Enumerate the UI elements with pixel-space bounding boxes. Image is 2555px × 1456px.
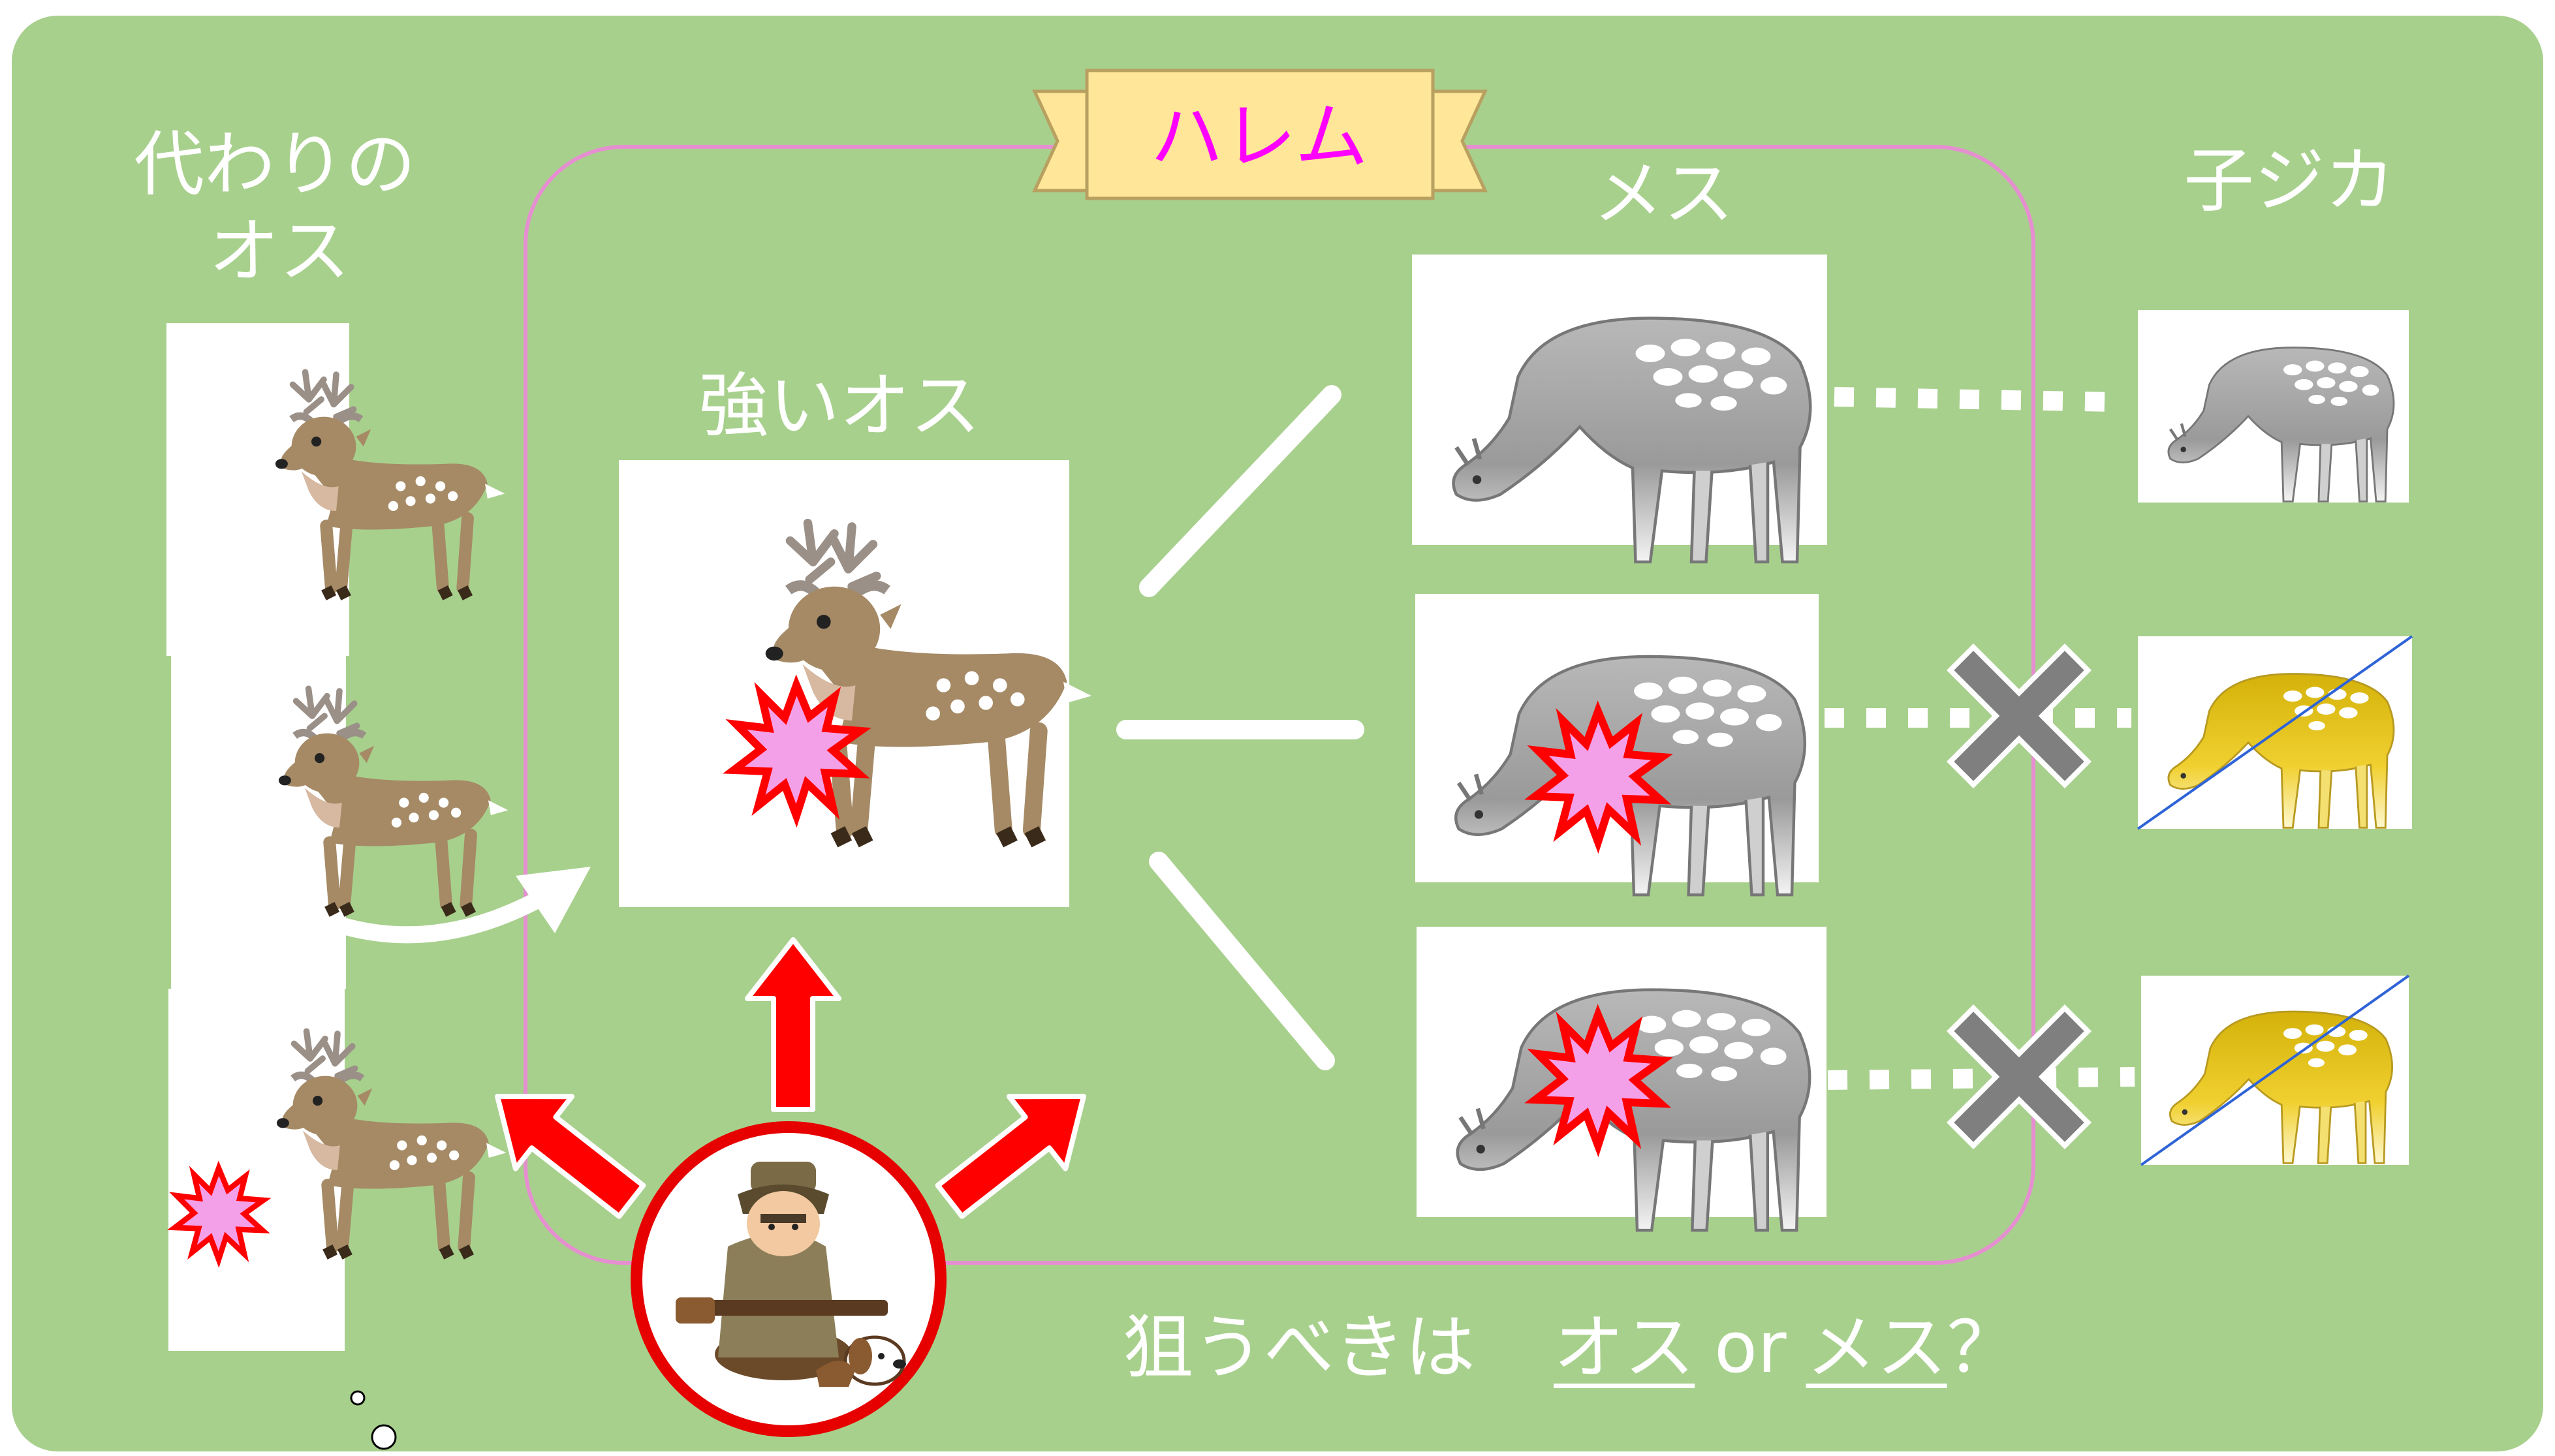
question-connector: or bbox=[1714, 1307, 1787, 1389]
question-mark: ？ bbox=[1947, 1307, 2018, 1389]
harem-title: ハレム bbox=[1150, 95, 1368, 179]
fawn-card-1 bbox=[2138, 310, 2409, 503]
replacement-arrow bbox=[337, 867, 591, 944]
dog-icon bbox=[816, 1335, 906, 1387]
harem-banner bbox=[1032, 69, 1488, 200]
strike-line bbox=[2140, 974, 2410, 1166]
fawn-card-3 bbox=[2140, 974, 2410, 1166]
hunter-badge bbox=[631, 1121, 947, 1437]
replacement-males bbox=[166, 323, 508, 1351]
hunter-with-rifle-icon bbox=[676, 1162, 888, 1380]
thought-bubble-small bbox=[350, 1390, 366, 1406]
fawn-card-2 bbox=[2137, 635, 2413, 830]
fawn-label: 子ジカ bbox=[2184, 140, 2396, 222]
female-card-1 bbox=[1412, 255, 1827, 562]
female-card-3 bbox=[1417, 927, 1826, 1230]
female-card-2 bbox=[1415, 594, 1819, 895]
female-label: メス bbox=[1593, 153, 1734, 235]
question-prefix: 狙うべきは bbox=[1123, 1307, 1476, 1389]
question-option-female: メス bbox=[1806, 1307, 1947, 1389]
thought-bubble-large bbox=[371, 1424, 397, 1450]
strong-male-card bbox=[619, 460, 1091, 907]
strike-line bbox=[2137, 635, 2413, 830]
question-option-male: オス bbox=[1554, 1307, 1695, 1389]
replacement-male-label-line1: 代わりの bbox=[134, 124, 416, 206]
offspring-lines bbox=[1825, 387, 2135, 1090]
replacement-male-label-line2: オス bbox=[209, 211, 351, 292]
mating-lines bbox=[1116, 385, 1364, 1070]
strong-male-label: 強いオス bbox=[698, 365, 981, 447]
